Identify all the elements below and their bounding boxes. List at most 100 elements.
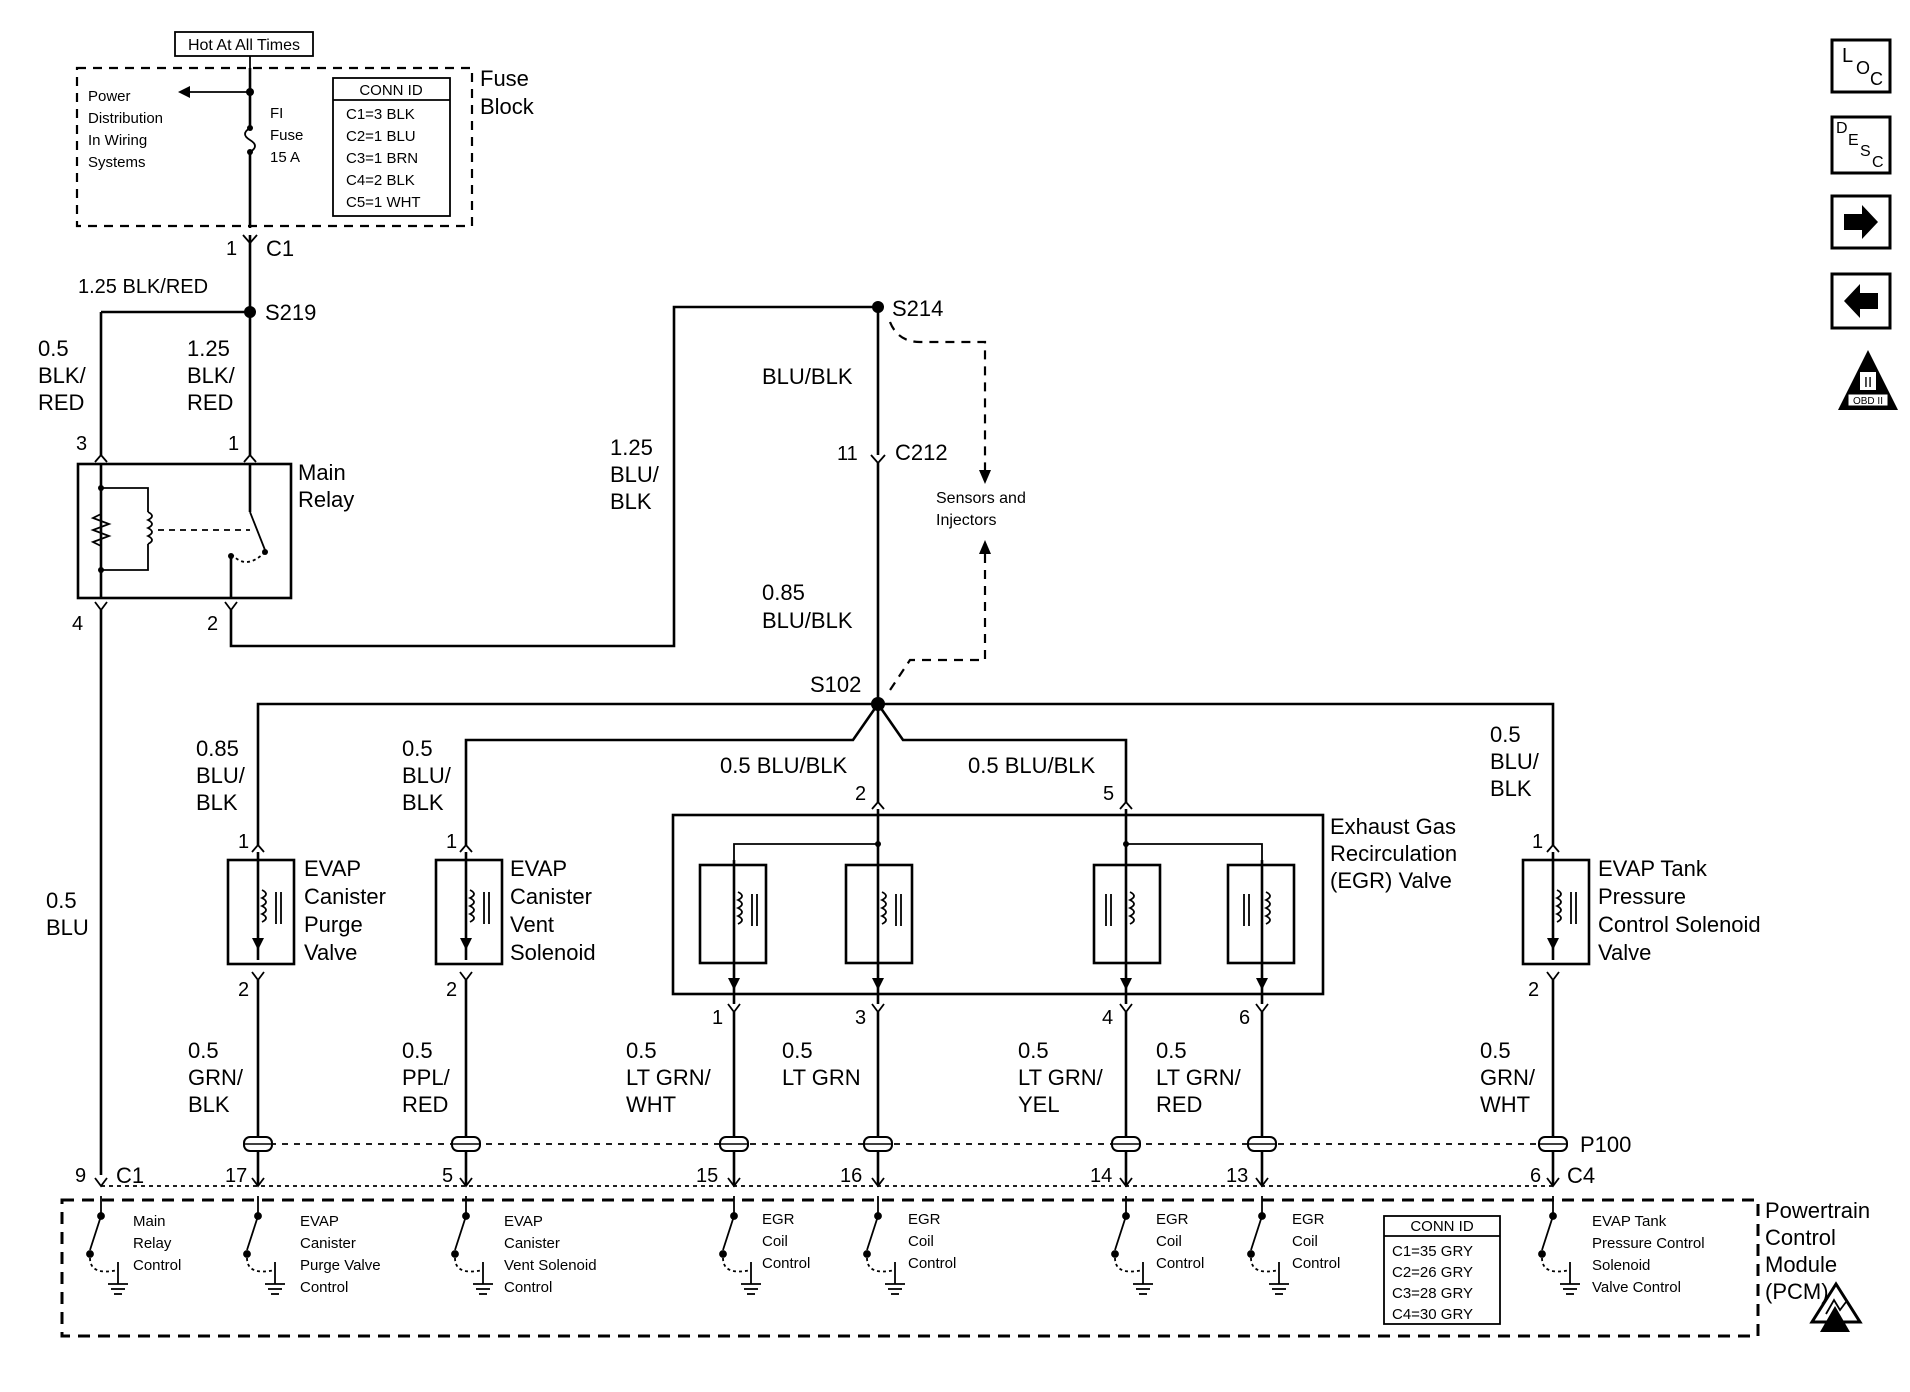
nav-back-button[interactable] bbox=[1830, 272, 1892, 330]
svg-text:C1=35 GRY: C1=35 GRY bbox=[1392, 1243, 1473, 1260]
wire-label-vent-out: 0.5 PPL/ RED bbox=[402, 1038, 456, 1117]
wire-label-egr1-out: 0.5 LT GRN/ WHT bbox=[626, 1038, 717, 1117]
svg-text:Vent: Vent bbox=[510, 912, 554, 937]
svg-text:C4: C4 bbox=[1567, 1163, 1595, 1188]
svg-text:C3=1 BRN: C3=1 BRN bbox=[346, 150, 418, 167]
svg-text:Recirculation: Recirculation bbox=[1330, 841, 1457, 866]
power-distribution-label: Power Distribution In Wiring Systems bbox=[88, 88, 167, 171]
egr-valve: 2 5 Exhaust Gas Recirculation (EGR) Valv… bbox=[671, 783, 1457, 1185]
svg-text:4: 4 bbox=[1102, 1007, 1113, 1029]
svg-text:Control: Control bbox=[1765, 1225, 1836, 1250]
wire-label-egr-in-b: 0.5 BLU/BLK bbox=[968, 753, 1096, 778]
pcm-connector-pins: 9 C1 17 5 15 16 14 13 6 C4 bbox=[75, 1163, 1595, 1188]
evap-canister-purge-valve: 1 EVAP Canister Purge Valve 2 bbox=[226, 831, 386, 1185]
wire-label-tank-in: 0.5 BLU/ BLK bbox=[1490, 722, 1545, 801]
fuse-block-title-2: Block bbox=[480, 94, 535, 119]
svg-text:1: 1 bbox=[238, 831, 249, 853]
wire-label-egr4-out: 0.5 LT GRN/ YEL bbox=[1018, 1038, 1109, 1117]
svg-text:EVAP Tank: EVAP Tank bbox=[1598, 856, 1708, 881]
nav-forward-button[interactable] bbox=[1830, 194, 1892, 250]
wire-label-vent-in: 0.5 BLU/ BLK bbox=[402, 736, 457, 815]
wire-label-relay-ctrl: 0.5 BLU bbox=[46, 888, 89, 940]
svg-text:P100: P100 bbox=[1580, 1132, 1631, 1157]
svg-text:2: 2 bbox=[446, 979, 457, 1001]
egr-coil-3 bbox=[1092, 844, 1162, 1004]
dashed-s102-to-sensors bbox=[889, 540, 991, 691]
pcm-label-vent: EVAP Canister Vent Solenoid Control bbox=[504, 1213, 601, 1296]
splice-s219: S219 bbox=[99, 300, 316, 455]
svg-text:C2=1 BLU: C2=1 BLU bbox=[346, 128, 416, 145]
egr-coil-1 bbox=[698, 860, 768, 1004]
fuse-label: FI Fuse 15 A bbox=[270, 105, 308, 166]
svg-text:2: 2 bbox=[238, 979, 249, 1001]
wire-label-egr-in-a: 0.5 BLU/BLK bbox=[720, 753, 848, 778]
wire-label-s214-down: BLU/BLK bbox=[762, 364, 853, 389]
wire-relay-to-s214 bbox=[229, 305, 878, 648]
pcm-label-purge: EVAP Canister Purge Valve Control bbox=[300, 1213, 385, 1296]
nav-desc-button[interactable]: D E S C bbox=[1830, 115, 1892, 175]
svg-text:II: II bbox=[1864, 374, 1872, 391]
fi-fuse-15a: FI Fuse 15 A bbox=[244, 92, 308, 228]
wire-label-egr3-out: 0.5 LT GRN bbox=[782, 1038, 861, 1090]
svg-text:1: 1 bbox=[226, 238, 237, 260]
svg-text:Powertrain: Powertrain bbox=[1765, 1198, 1870, 1223]
svg-text:C: C bbox=[1872, 154, 1884, 171]
svg-text:C: C bbox=[1870, 69, 1883, 89]
svg-text:14: 14 bbox=[1090, 1165, 1112, 1187]
svg-text:CONN ID: CONN ID bbox=[1410, 1218, 1474, 1235]
svg-text:C5=1 WHT: C5=1 WHT bbox=[346, 194, 421, 211]
egr-coil-4 bbox=[1226, 860, 1296, 1004]
svg-text:Purge: Purge bbox=[304, 912, 363, 937]
svg-text:EVAP: EVAP bbox=[510, 856, 567, 881]
svg-text:S: S bbox=[1860, 143, 1871, 160]
wire-label-c212-down: 0.85 BLU/BLK bbox=[762, 580, 853, 633]
svg-text:16: 16 bbox=[840, 1165, 862, 1187]
svg-text:5: 5 bbox=[442, 1165, 453, 1187]
svg-text:Canister: Canister bbox=[304, 884, 386, 909]
svg-text:C1: C1 bbox=[116, 1163, 144, 1188]
pcm-module: Powertrain Control Module (PCM) bbox=[60, 1198, 1870, 1338]
svg-text:EVAP: EVAP bbox=[304, 856, 361, 881]
svg-text:13: 13 bbox=[1226, 1165, 1248, 1187]
svg-text:Relay: Relay bbox=[298, 487, 354, 512]
svg-text:6: 6 bbox=[1530, 1165, 1541, 1187]
svg-text:Solenoid: Solenoid bbox=[510, 940, 596, 965]
svg-text:17: 17 bbox=[225, 1165, 247, 1187]
fuse-conn-id-table: CONN ID C1=3 BLK C2=1 BLU C3=1 BRN C4=2 … bbox=[332, 77, 451, 217]
svg-text:3: 3 bbox=[855, 1007, 866, 1029]
connector-c212: 11 C212 bbox=[837, 440, 948, 704]
svg-text:Valve: Valve bbox=[1598, 940, 1651, 965]
wire-label-relay-out: 1.25 BLU/ BLK bbox=[610, 435, 665, 514]
obd-ii-icon[interactable]: II OBD II bbox=[1838, 350, 1898, 410]
pcm-switch-6 bbox=[1538, 1196, 1580, 1295]
sensors-injectors-label: Sensors and Injectors bbox=[936, 490, 1030, 529]
svg-text:S102: S102 bbox=[810, 672, 861, 697]
svg-text:5: 5 bbox=[1103, 783, 1114, 805]
svg-text:S214: S214 bbox=[892, 296, 943, 321]
svg-text:C1: C1 bbox=[266, 236, 294, 261]
wire-label-relay-pin3: 0.5 BLK/ RED bbox=[38, 336, 92, 415]
svg-text:(EGR) Valve: (EGR) Valve bbox=[1330, 868, 1452, 893]
wire-label-egr6-out: 0.5 LT GRN/ RED bbox=[1156, 1038, 1247, 1117]
svg-text:C4=30 GRY: C4=30 GRY bbox=[1392, 1306, 1473, 1323]
nav-loc-button[interactable]: L O C bbox=[1830, 38, 1892, 94]
pcm-switch-14 bbox=[1111, 1196, 1153, 1295]
arrow-right-icon bbox=[1844, 205, 1878, 239]
pcm-switch-16 bbox=[863, 1196, 905, 1295]
svg-text:15: 15 bbox=[696, 1165, 718, 1187]
svg-text:E: E bbox=[1848, 132, 1859, 149]
svg-text:Valve: Valve bbox=[304, 940, 357, 965]
pcm-label-main-relay: Main Relay Control bbox=[133, 1213, 181, 1274]
svg-text:2: 2 bbox=[207, 613, 218, 635]
svg-text:1: 1 bbox=[1532, 831, 1543, 853]
svg-text:S219: S219 bbox=[265, 300, 316, 325]
svg-text:Exhaust Gas: Exhaust Gas bbox=[1330, 814, 1456, 839]
svg-text:11: 11 bbox=[837, 443, 858, 465]
connector-p100: P100 bbox=[243, 1132, 1631, 1157]
svg-text:1: 1 bbox=[228, 433, 239, 455]
svg-text:Pressure: Pressure bbox=[1598, 884, 1686, 909]
svg-text:Main: Main bbox=[298, 460, 346, 485]
svg-text:C3=28 GRY: C3=28 GRY bbox=[1392, 1285, 1473, 1302]
pcm-label-egr2: EGR Coil Control bbox=[908, 1211, 956, 1272]
